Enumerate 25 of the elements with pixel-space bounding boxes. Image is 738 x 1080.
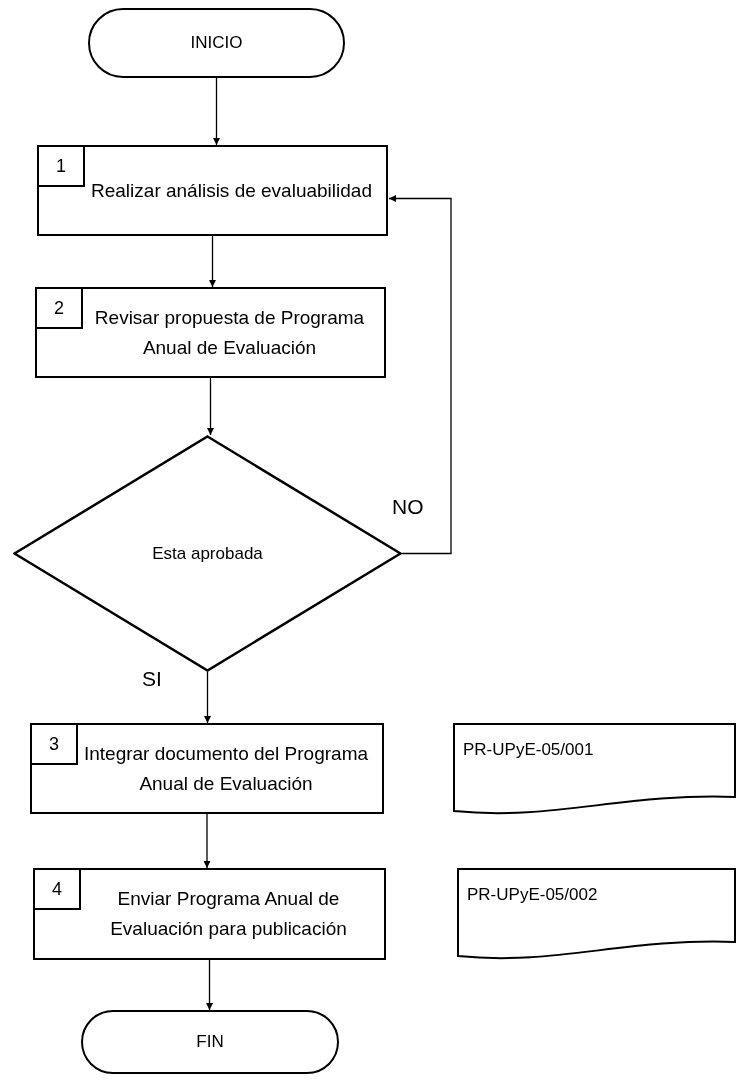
step-number: 3	[30, 723, 78, 765]
arrow	[206, 959, 213, 1011]
process-box	[33, 868, 386, 960]
document-label: PR-UPyE-05/002	[467, 884, 598, 906]
arrow	[213, 77, 220, 146]
step-number: 1	[37, 145, 85, 187]
arrow	[204, 671, 211, 724]
step-label: Integrar documento del Programa Anual de Evaluación	[82, 741, 370, 796]
step-number: 2	[35, 287, 83, 329]
step-label: Realizar análisis de evaluabilidad	[91, 178, 372, 203]
process-box	[37, 145, 388, 236]
arrow	[203, 813, 211, 869]
decision-label: Esta aprobada	[152, 542, 263, 565]
step-number: 4	[33, 868, 81, 910]
arrow	[388, 195, 452, 555]
arrow	[207, 377, 214, 436]
terminal-shape	[81, 1010, 339, 1074]
step-label: Enviar Programa Anual de Evaluación para publicación	[109, 887, 348, 941]
document-label: PR-UPyE-05/001	[463, 739, 594, 761]
terminal-label: INICIO	[190, 32, 243, 55]
process-box	[30, 723, 384, 814]
terminal-label: FIN	[196, 1031, 224, 1054]
arrow	[209, 235, 216, 288]
step-label: Revisar propuesta de Programa Anual de Evaluación	[93, 305, 366, 360]
process-box	[35, 287, 386, 378]
